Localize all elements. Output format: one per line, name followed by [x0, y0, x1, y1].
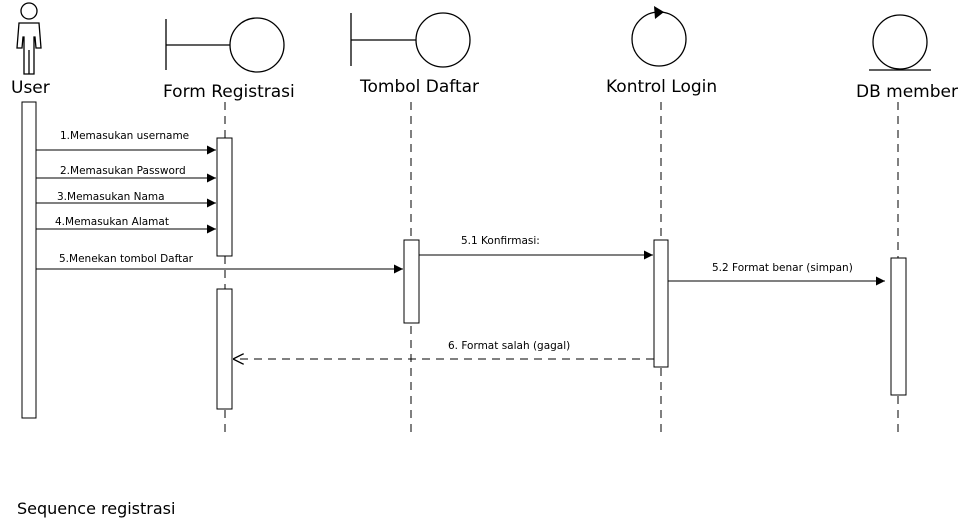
activation-form-1 — [216, 137, 233, 257]
tombol-daftar-boundary-icon — [350, 12, 471, 68]
participant-label-form-registrasi: Form Registrasi — [163, 82, 295, 102]
message-label-5-1: 5.1 Konfirmasi: — [461, 235, 540, 247]
participant-label-user: User — [11, 78, 50, 98]
activation-bars — [21, 101, 907, 419]
participant-label-tombol-daftar: Tombol Daftar — [359, 77, 479, 97]
participant-label-db-member: DB member — [856, 82, 958, 102]
message-label-5-2: 5.2 Format benar (simpan) — [712, 262, 853, 274]
activation-db — [890, 257, 907, 396]
message-label-3: 3.Memasukan Nama — [57, 191, 165, 203]
message-labels: 1.Memasukan username 2.Memasukan Passwor… — [55, 130, 853, 352]
messages — [36, 145, 885, 359]
db-member-entity-icon — [869, 14, 931, 71]
form-registrasi-boundary-icon — [165, 17, 285, 73]
message-label-5: 5.Menekan tombol Daftar — [59, 253, 194, 265]
participant-label-kontrol-login: Kontrol Login — [606, 77, 717, 97]
activation-form-2 — [216, 288, 233, 410]
activation-kontrol — [653, 239, 669, 368]
kontrol-login-control-icon — [631, 6, 687, 67]
diagram-caption: Sequence registrasi — [17, 499, 176, 518]
message-label-4: 4.Memasukan Alamat — [55, 216, 169, 228]
message-label-2: 2.Memasukan Password — [60, 165, 186, 177]
activation-user — [21, 101, 37, 419]
activation-tombol — [403, 239, 420, 324]
message-label-6: 6. Format salah (gagal) — [448, 340, 570, 352]
user-actor-icon — [16, 2, 42, 75]
message-label-1: 1.Memasukan username — [60, 130, 189, 142]
